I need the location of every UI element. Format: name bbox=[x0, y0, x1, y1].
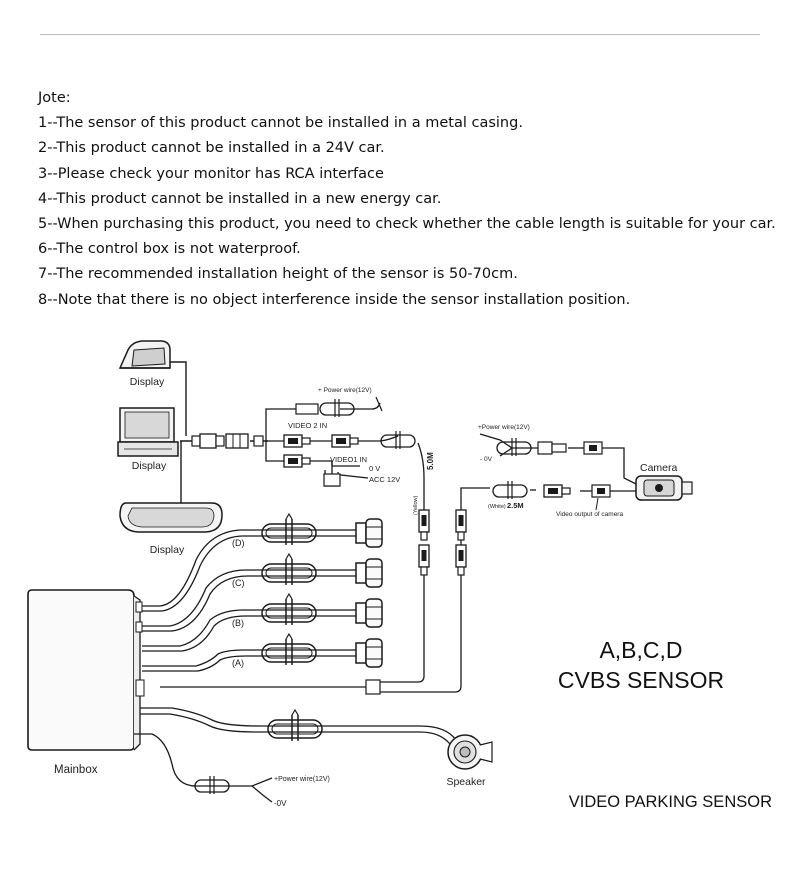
indash-monitor-icon bbox=[117, 407, 179, 457]
note-item: 2--This product cannot be installed in a… bbox=[38, 140, 385, 157]
sensors-title: A,B,C,D bbox=[599, 637, 682, 663]
harness-wiring bbox=[265, 402, 425, 510]
parking-sensor-d-icon bbox=[355, 518, 383, 548]
cable-color-white: (White) bbox=[488, 504, 506, 510]
parking-sensor-a-icon bbox=[355, 638, 383, 668]
zero-v-label: 0 V bbox=[369, 464, 380, 473]
display-wiring bbox=[170, 361, 268, 503]
footer-title: VIDEO PARKING SENSOR bbox=[569, 793, 772, 811]
note-item: 1--The sensor of this product cannot be … bbox=[38, 115, 523, 132]
camera-power-plug bbox=[551, 443, 567, 453]
display-connector bbox=[191, 433, 249, 449]
sensor-cables bbox=[142, 529, 356, 672]
yellow-rca-connector bbox=[418, 544, 430, 576]
camera-video-rca-connector bbox=[543, 484, 571, 498]
video1-rca-connector bbox=[283, 454, 311, 468]
mainbox-power-wiring bbox=[134, 733, 273, 803]
camera-power-wire-label: +Power wire(12V) bbox=[478, 424, 530, 431]
cable-length-5m: 5.0M bbox=[426, 452, 435, 470]
ferrite-coil-icon bbox=[194, 775, 230, 795]
sensors-subtitle: CVBS SENSOR bbox=[558, 667, 724, 693]
top-divider bbox=[40, 34, 760, 35]
mainbox-power-wire-label: +Power wire(12V) bbox=[274, 776, 330, 783]
white-rca-connector bbox=[455, 509, 467, 541]
mainbox-icon bbox=[27, 589, 145, 751]
note-item: 8--Note that there is no object interfer… bbox=[38, 291, 631, 308]
note-item: 3--Please check your monitor has RCA int… bbox=[38, 165, 384, 182]
cable-length-25m: 2.5M bbox=[507, 501, 524, 510]
note-item: 5--When purchasing this product, you nee… bbox=[38, 216, 776, 233]
speaker-icon bbox=[447, 734, 493, 770]
sensor-a-label: (A) bbox=[232, 658, 244, 668]
installation-notes: Jote: 1--The sensor of this product cann… bbox=[38, 86, 778, 313]
white-rca-connector bbox=[455, 544, 467, 576]
parking-sensor-c-icon bbox=[355, 558, 383, 588]
display-label: Display bbox=[132, 460, 167, 472]
camera-video-output-label: Video output of camera bbox=[556, 511, 623, 518]
video2-rca-connector bbox=[331, 434, 359, 448]
camera-icon bbox=[635, 475, 693, 501]
sensor-d-label: (D) bbox=[232, 538, 245, 548]
acc-fuse bbox=[323, 473, 341, 487]
speaker-label: Speaker bbox=[446, 776, 486, 788]
video2-rca-connector bbox=[283, 434, 311, 448]
acc-12v-label: ACC 12V bbox=[369, 475, 400, 484]
splitter-plug bbox=[253, 435, 264, 447]
wire-end bbox=[375, 396, 383, 412]
mirror-display-icon bbox=[119, 502, 223, 533]
mainbox-label: Mainbox bbox=[54, 764, 98, 776]
note-item: 4--This product cannot be installed in a… bbox=[38, 190, 442, 207]
cable-color-yellow: (Yellow) bbox=[413, 495, 419, 515]
sensor-b-label: (B) bbox=[232, 618, 244, 628]
mainbox-zero-v-label: -0V bbox=[274, 799, 287, 808]
ferrite-coil-icon bbox=[319, 398, 355, 418]
ferrite-coil-icon bbox=[492, 480, 528, 500]
note-item: 7--The recommended installation height o… bbox=[38, 266, 518, 283]
dash-display-icon bbox=[118, 340, 171, 369]
display-label: Display bbox=[150, 544, 185, 556]
camera-zero-v-label: - 0V bbox=[480, 456, 493, 463]
display-label: Display bbox=[130, 376, 165, 388]
note-item: 6--The control box is not waterproof. bbox=[38, 241, 301, 258]
video1-in-label: VIDEO1 IN bbox=[330, 455, 367, 464]
video2-in-label: VIDEO 2 IN bbox=[288, 421, 327, 430]
parking-sensor-b-icon bbox=[355, 598, 383, 628]
fuse-holder bbox=[295, 403, 319, 415]
sensor-c-label: (C) bbox=[232, 578, 245, 588]
speaker-cable bbox=[140, 707, 457, 745]
power-wire-label: + Power wire(12V) bbox=[318, 387, 372, 394]
camera-power-plug bbox=[537, 441, 553, 455]
camera-label: Camera bbox=[640, 462, 678, 474]
video-merge-plug bbox=[365, 679, 381, 695]
video-cables bbox=[380, 575, 462, 693]
notes-heading: Jote: bbox=[38, 90, 71, 106]
yellow-rca-connector bbox=[418, 509, 430, 541]
